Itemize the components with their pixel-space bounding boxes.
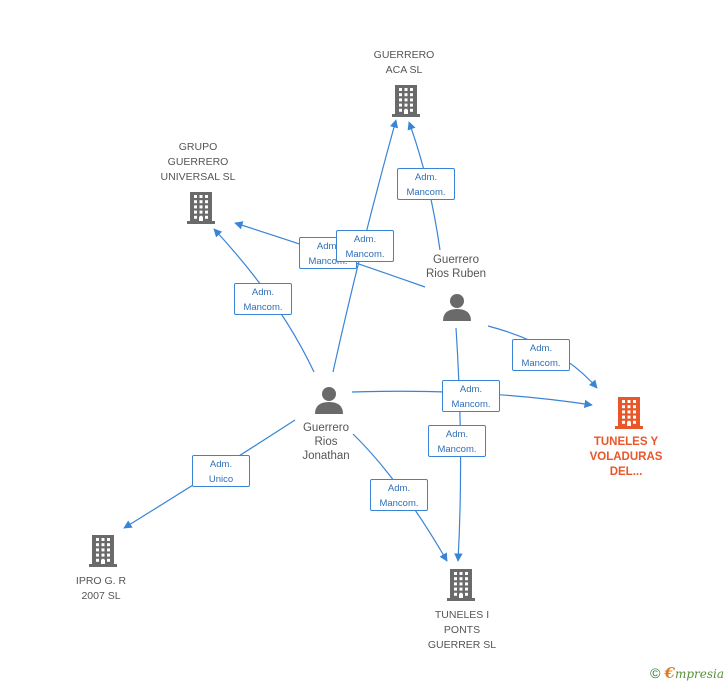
edge-label-e5[interactable]: Adm.Mancom. — [512, 339, 570, 371]
building-icon[interactable] — [89, 535, 117, 567]
brand-footer: ©€mpresia — [650, 664, 724, 682]
edge-label-e7[interactable]: Adm.Mancom. — [428, 425, 486, 457]
node-ruben-label[interactable]: Guerrero Rios Ruben — [425, 254, 487, 280]
node-tuneles-ponts-label[interactable]: TUNELES I PONTS GUERRER SL — [427, 609, 497, 651]
person-icon[interactable] — [443, 294, 471, 321]
node-ipro-label[interactable]: IPRO G. R 2007 SL — [75, 575, 127, 602]
person-icon[interactable] — [315, 387, 343, 414]
brand-name: mpresia — [674, 667, 724, 681]
edge-label-e4[interactable]: Adm.Mancom. — [234, 283, 292, 315]
building-icon[interactable] — [615, 397, 643, 429]
building-icon[interactable] — [187, 192, 215, 224]
node-grupo-guerrero-label[interactable]: GRUPO GUERRERO UNIVERSAL SL — [160, 141, 236, 183]
node-guerrero-aca-label[interactable]: GUERRERO ACA SL — [373, 49, 435, 76]
node-jonathan-label[interactable]: Guerrero Rios Jonathan — [302, 422, 350, 462]
node-tuneles-voladuras-label[interactable]: TUNELES Y VOLADURAS DEL... — [589, 436, 663, 478]
building-icon[interactable] — [447, 569, 475, 601]
edge-label-e9[interactable]: Adm.Unico — [192, 455, 250, 487]
copyright-icon: © — [650, 665, 661, 681]
brand-logo-icon: € — [664, 664, 675, 682]
edge-label-e8[interactable]: Adm.Mancom. — [370, 479, 428, 511]
edge-label-e6[interactable]: Adm.Mancom. — [442, 380, 500, 412]
edge-label-e1[interactable]: Adm.Mancom. — [397, 168, 455, 200]
building-icon[interactable] — [392, 85, 420, 117]
edge-label-e3[interactable]: Adm.Mancom. — [336, 230, 394, 262]
